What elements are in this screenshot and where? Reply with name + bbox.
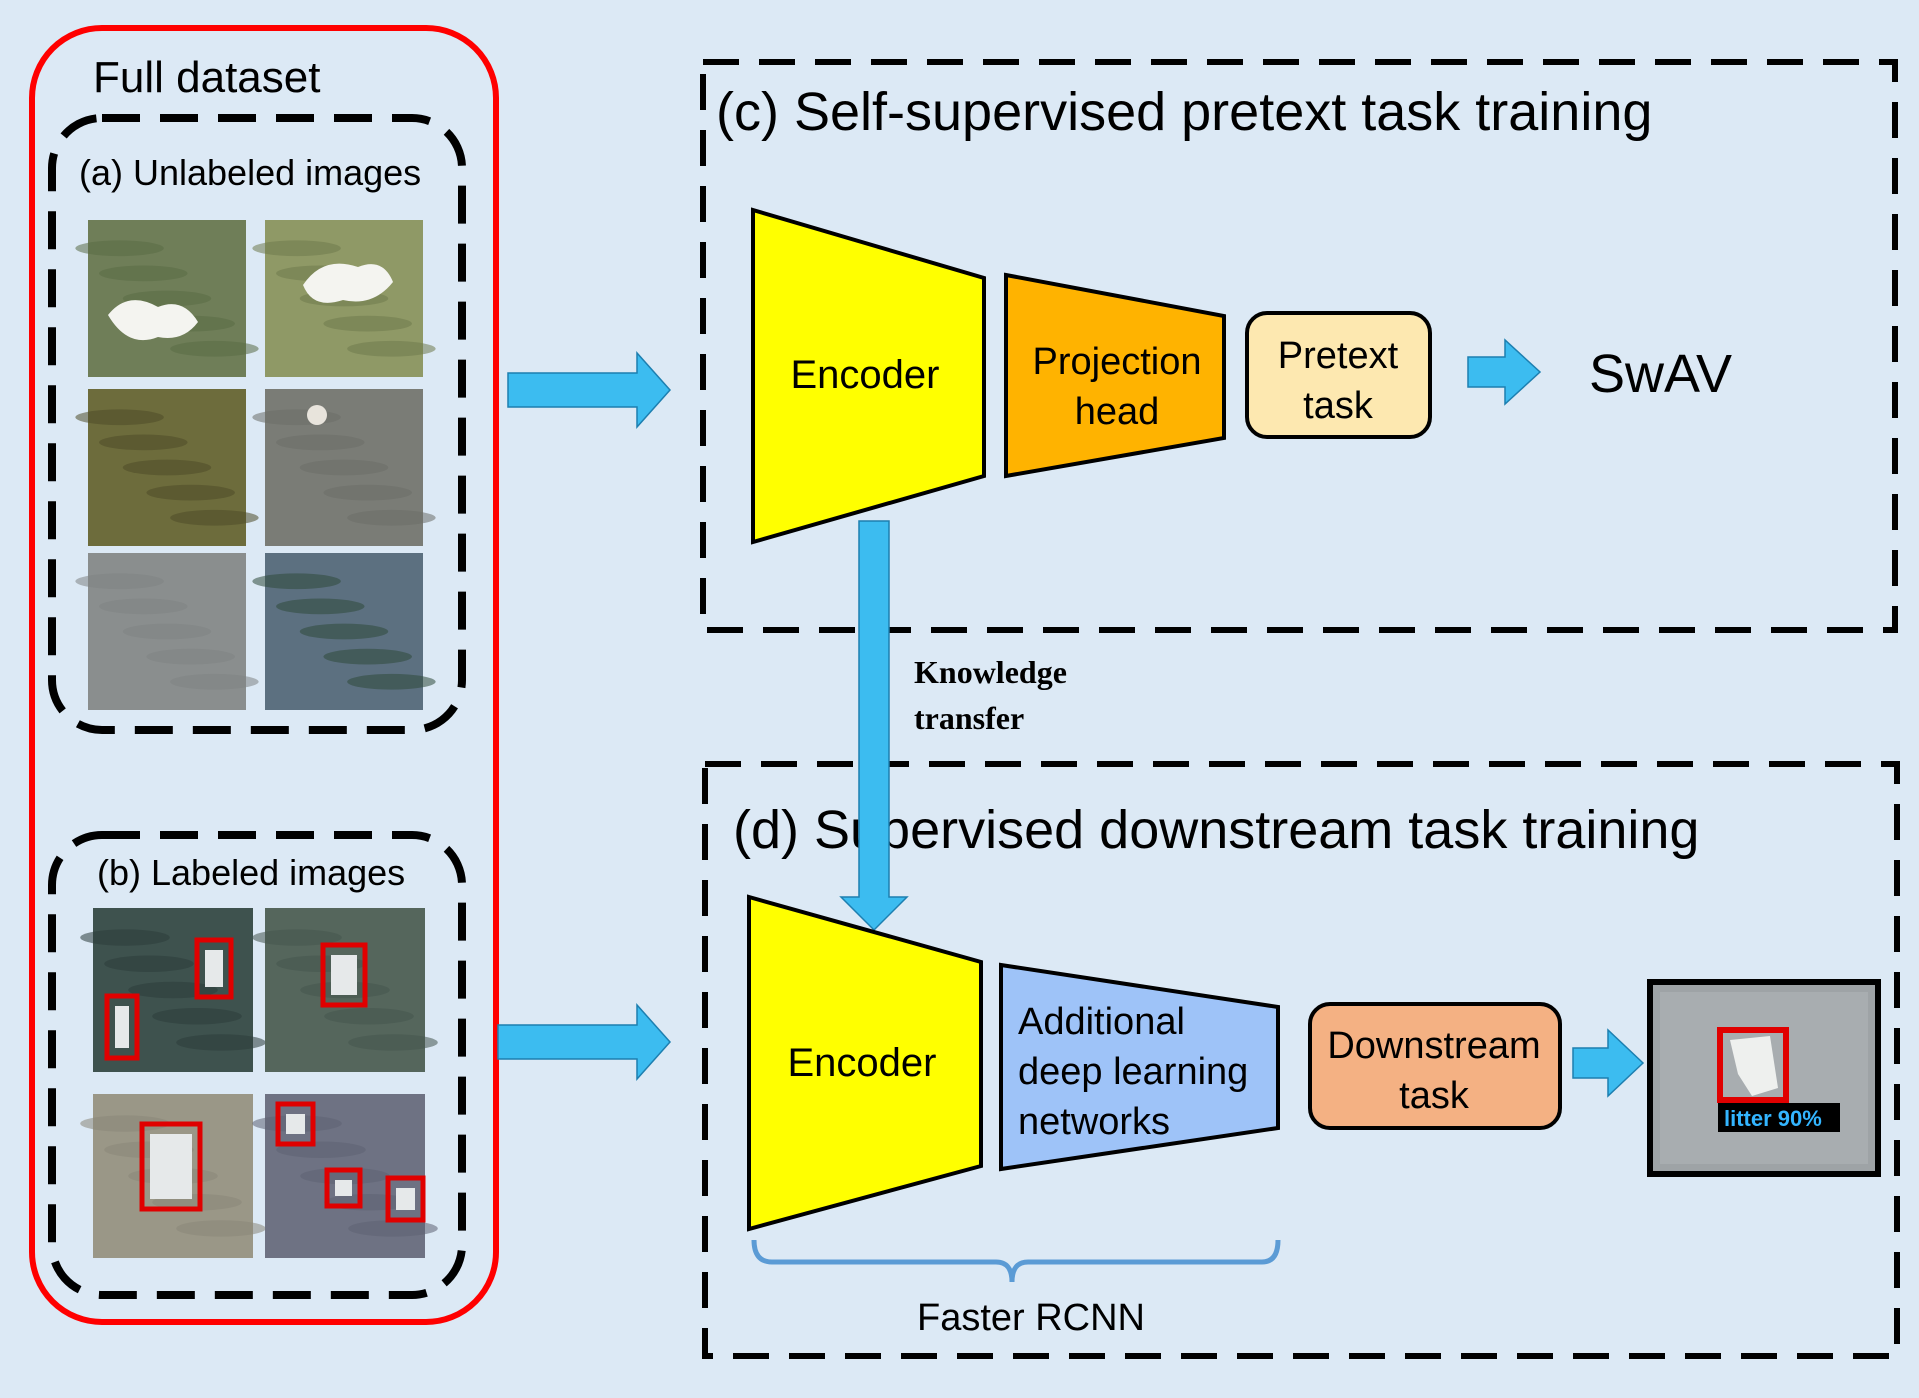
swav-label: SwAV — [1589, 344, 1732, 404]
full-dataset-title: Full dataset — [93, 53, 320, 102]
downstream-task-block — [1308, 1002, 1562, 1130]
additional-networks-label-1: Additional — [1018, 1001, 1185, 1043]
faster-rcnn-label: Faster RCNN — [917, 1297, 1145, 1339]
litter-blob — [108, 300, 198, 341]
additional-networks-label-2: deep learning — [1018, 1051, 1248, 1093]
pretext-encoder-label: Encoder — [791, 353, 940, 397]
pretext-task-block — [1245, 311, 1432, 439]
downstream-task-label-1: Downstream — [1327, 1025, 1540, 1067]
label-bounding-box — [139, 1121, 203, 1212]
label-bounding-box — [194, 937, 234, 1000]
labeled-tile-2 — [252, 908, 438, 1072]
downstream-section-title: (d) Supervised downstream task training — [733, 800, 1699, 860]
downstream-encoder-block — [747, 894, 983, 1232]
litter-patch — [286, 1114, 305, 1134]
unlabeled-tile-4 — [252, 389, 436, 546]
detected-litter-object — [1730, 1036, 1778, 1096]
arrow-pretext-to-swav — [1467, 338, 1542, 406]
label-bounding-box — [104, 993, 140, 1061]
labeled-image-grid — [80, 908, 438, 1258]
knowledge-transfer-label-1: Knowledge — [914, 654, 1067, 690]
pretext-section-title: (c) Self-supervised pretext task trainin… — [716, 82, 1652, 142]
unlabeled-tile-1 — [75, 220, 259, 377]
knowledge-transfer-label-2: transfer — [914, 700, 1024, 736]
unlabeled-tile-6 — [252, 553, 436, 710]
litter-patch — [150, 1134, 192, 1199]
downstream-task-label-2: task — [1399, 1075, 1470, 1117]
pretext-task-label-2: task — [1303, 385, 1374, 427]
litter-blob — [303, 263, 393, 303]
unlabeled-image-grid — [75, 220, 436, 710]
knowledge-transfer-arrow — [839, 520, 909, 932]
projection-head-label-2: head — [1075, 391, 1160, 433]
arrow-downstream-to-result — [1572, 1028, 1645, 1098]
labeled-tile-3 — [80, 1094, 266, 1258]
labeled-group-title: (b) Labeled images — [97, 852, 405, 893]
faster-rcnn-brace — [751, 1239, 1281, 1283]
unlabeled-tile-5 — [75, 553, 259, 710]
litter-blob — [307, 405, 327, 425]
litter-patch — [396, 1188, 415, 1210]
arrow-unlabeled-to-pretext — [507, 351, 672, 429]
detection-label-background — [1718, 1103, 1840, 1132]
litter-patch — [331, 955, 357, 995]
unlabeled-group-border — [48, 114, 466, 734]
litter-patch — [205, 950, 223, 987]
additional-networks-label-3: networks — [1018, 1101, 1170, 1143]
unlabeled-tile-2 — [252, 220, 436, 377]
label-bounding-box — [275, 1101, 316, 1147]
pretext-section-border — [700, 59, 1898, 633]
pretext-encoder-block — [751, 207, 986, 545]
arrow-labeled-to-downstream — [497, 1003, 672, 1081]
detection-result-image: litter 90% — [1647, 979, 1881, 1177]
additional-networks-block — [999, 962, 1280, 1172]
label-bounding-box — [385, 1175, 426, 1223]
unlabeled-tile-3 — [75, 389, 259, 546]
litter-patch — [115, 1006, 129, 1048]
label-bounding-box — [324, 1167, 363, 1209]
labeled-tile-1 — [80, 908, 266, 1072]
labeled-group-border — [48, 831, 466, 1299]
downstream-section-border — [702, 761, 1900, 1359]
detection-label: litter 90% — [1724, 1106, 1822, 1131]
pretext-task-label-1: Pretext — [1278, 335, 1399, 377]
detection-bounding-box — [1717, 1027, 1789, 1103]
full-dataset-border — [29, 25, 499, 1325]
unlabeled-group-title: (a) Unlabeled images — [79, 152, 421, 193]
labeled-tile-4 — [252, 1094, 438, 1258]
label-bounding-box — [320, 942, 368, 1008]
litter-patch — [335, 1180, 352, 1196]
projection-head-block — [1004, 272, 1226, 479]
downstream-encoder-label: Encoder — [788, 1041, 937, 1085]
projection-head-label-1: Projection — [1033, 341, 1202, 383]
